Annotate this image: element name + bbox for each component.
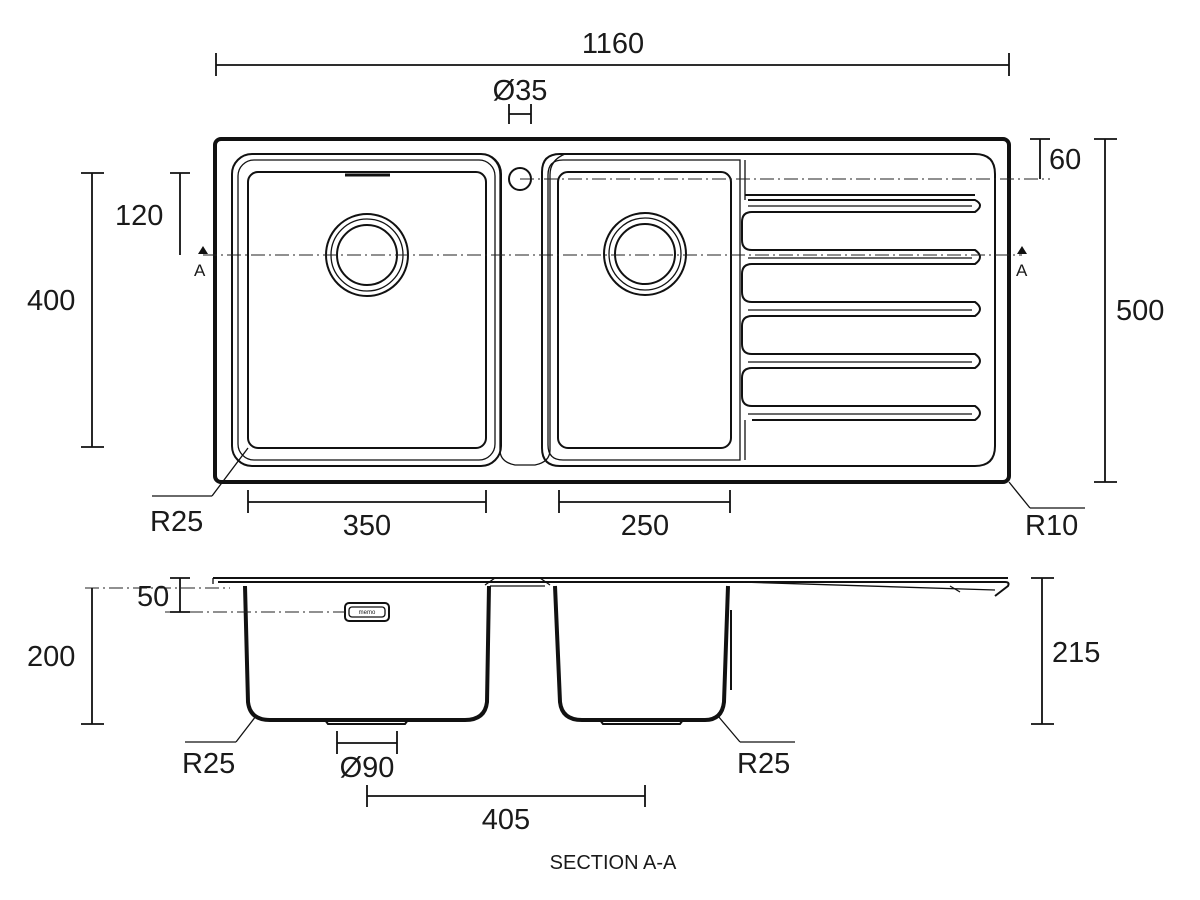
svg-text:R25: R25 <box>737 748 790 780</box>
section-right-waste <box>599 719 684 725</box>
dim-overall-width: 500 <box>1094 138 1164 483</box>
svg-text:Ø35: Ø35 <box>493 75 548 107</box>
svg-text:Ø90: Ø90 <box>340 752 395 784</box>
svg-text:A: A <box>194 261 206 280</box>
svg-text:R10: R10 <box>1025 510 1078 542</box>
bowl-divider <box>484 153 566 466</box>
dim-tap-hole: Ø35 <box>493 75 548 124</box>
dim-waste-spacing: 405 <box>366 785 646 836</box>
section-right-bowl <box>553 585 730 722</box>
svg-text:120: 120 <box>115 200 163 232</box>
dim-overflow-offset: 50 <box>137 577 190 613</box>
dim-bowl-width-left: 350 <box>247 490 487 542</box>
dim-waste-offset: 120 <box>115 172 190 255</box>
left-bowl-flange-inner <box>237 159 496 461</box>
section-marker-left: A <box>194 246 208 280</box>
svg-text:R25: R25 <box>182 748 235 780</box>
right-bowl-flange <box>541 153 996 467</box>
dim-bowl-width-right: 250 <box>558 490 731 542</box>
dim-waste-diameter: Ø90 <box>336 731 398 784</box>
svg-text:350: 350 <box>343 510 391 542</box>
svg-text:A: A <box>1016 261 1028 280</box>
section-divider <box>484 577 551 587</box>
dim-tap-offset: 60 <box>1030 138 1081 179</box>
dim-radius-section-left: R25 <box>182 715 257 780</box>
left-bowl-flange <box>231 153 502 467</box>
dim-bowl-length: 400 <box>27 172 104 448</box>
svg-text:200: 200 <box>27 641 75 673</box>
overflow-logo: memo <box>344 602 390 622</box>
right-waste <box>603 212 687 296</box>
section-title: SECTION A-A <box>550 852 677 874</box>
svg-text:215: 215 <box>1052 637 1100 669</box>
section-marker-right: A <box>1016 246 1028 280</box>
section-rim <box>213 577 1010 597</box>
drainer-grooves <box>741 199 981 460</box>
sink-outer-rim <box>213 137 1011 484</box>
section-left-bowl <box>243 585 491 722</box>
svg-text:memo: memo <box>359 610 376 616</box>
right-bowl <box>557 171 732 449</box>
dim-radius-corner: R10 <box>1008 481 1085 542</box>
dim-radius-plan: R25 <box>150 447 249 538</box>
svg-text:R25: R25 <box>150 506 203 538</box>
svg-text:500: 500 <box>1116 295 1164 327</box>
right-bowl-flange-inner <box>547 159 741 461</box>
svg-text:405: 405 <box>482 804 530 836</box>
section-view: memo 50 200 215 <box>27 577 1100 874</box>
left-bowl <box>247 171 487 449</box>
plan-view: A A 1160 Ø35 60 120 <box>27 28 1164 542</box>
section-left-waste <box>324 719 409 725</box>
svg-text:250: 250 <box>621 510 669 542</box>
dim-bowl-depth: 200 <box>27 588 104 725</box>
svg-text:400: 400 <box>27 285 75 317</box>
svg-text:1160: 1160 <box>582 28 644 60</box>
dim-radius-section-right: R25 <box>717 715 795 780</box>
dim-overall-depth: 215 <box>1031 577 1100 725</box>
svg-text:60: 60 <box>1049 144 1081 176</box>
dim-overall-length: 1160 <box>215 28 1010 76</box>
svg-text:50: 50 <box>137 581 169 613</box>
